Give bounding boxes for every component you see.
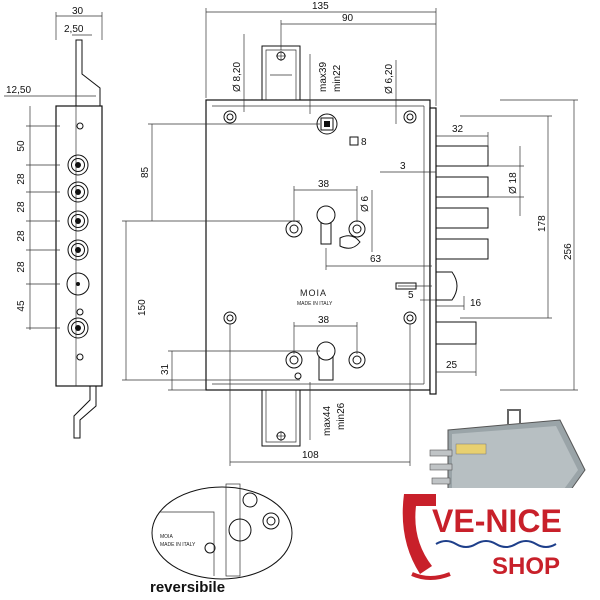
bolt — [435, 238, 489, 260]
dim-d18: Ø 18 — [508, 172, 519, 194]
logo-text-bottom: SHOP — [492, 553, 560, 580]
detail-ellipse — [151, 486, 293, 580]
dim-45: 45 — [16, 300, 27, 312]
dim-150: 150 — [137, 299, 148, 316]
dim-30: 30 — [72, 6, 84, 17]
side-top-tail — [75, 39, 101, 106]
dim-256: 256 — [563, 243, 574, 260]
brand-name: MOIA — [300, 288, 327, 298]
side-latch — [66, 272, 90, 296]
dim-3: 3 — [400, 161, 406, 172]
product-photo — [429, 409, 586, 506]
side-bolt — [67, 317, 89, 339]
dim-min26: min26 — [336, 402, 347, 430]
dim-max44: max44 — [322, 406, 333, 436]
dim-16: 16 — [470, 298, 482, 309]
small-hole — [294, 372, 302, 380]
logo-mark — [402, 494, 436, 574]
dim-d6-20: Ø 6,20 — [384, 64, 395, 94]
dim-2-50: 2,50 — [64, 24, 84, 35]
deadbolt — [435, 321, 477, 345]
side-profile-view: 30 2,50 12,50 50 28 28 28 28 45 — [4, 6, 103, 439]
body-screw — [223, 110, 237, 124]
wave-icon — [435, 540, 557, 548]
dim-38: 38 — [318, 315, 330, 326]
side-screw — [76, 308, 84, 316]
body-screw — [403, 110, 417, 124]
dim-12-50: 12,50 — [6, 85, 31, 96]
latch-pin — [395, 282, 417, 290]
bolt — [435, 207, 489, 229]
dim-32: 32 — [452, 124, 464, 135]
dim-28: 28 — [16, 173, 27, 185]
bolt — [435, 176, 489, 198]
bottom-tail — [261, 390, 301, 447]
dim-50: 50 — [16, 140, 27, 152]
dim-28: 28 — [16, 230, 27, 242]
reversible-detail: MOIA MADE IN ITALY reversibile — [150, 483, 293, 596]
detail-made-in: MADE IN ITALY — [160, 542, 196, 548]
side-bolt — [67, 154, 89, 176]
dim-28: 28 — [16, 261, 27, 273]
front-faceplate-edge — [429, 107, 437, 395]
dim-d6: Ø 6 — [360, 195, 371, 212]
dim-90: 90 — [342, 13, 354, 24]
detail-brand: MOIA — [160, 534, 173, 540]
dim-25: 25 — [446, 360, 458, 371]
dim-63: 63 — [370, 254, 382, 265]
latch-bolt — [435, 271, 458, 301]
dim-108: 108 — [302, 450, 319, 461]
dim-28: 28 — [16, 201, 27, 213]
dim-85: 85 — [140, 166, 151, 178]
side-bottom-tail — [73, 386, 97, 439]
dim-31: 31 — [160, 363, 171, 375]
caption-reversibile: reversibile — [150, 579, 225, 596]
dim-square-8: 8 — [361, 137, 367, 148]
dim-135: 135 — [312, 1, 329, 12]
square-symbol — [349, 136, 359, 146]
dim-38: 38 — [318, 179, 330, 190]
side-bolt — [67, 210, 89, 232]
bolt — [435, 145, 489, 167]
side-bolt — [67, 181, 89, 203]
brand-made-in: MADE IN ITALY — [297, 301, 333, 307]
logo-text-top: VE-NICE — [432, 503, 562, 539]
side-screw — [76, 353, 84, 361]
dim-178: 178 — [537, 215, 548, 232]
dim-min22: min22 — [332, 64, 343, 92]
side-faceplate — [55, 105, 103, 387]
dim-5: 5 — [408, 290, 414, 301]
side-bolt — [67, 239, 89, 261]
dim-d8-20: Ø 8,20 — [232, 62, 243, 92]
dim-max39: max39 — [318, 62, 329, 92]
ve-nice-shop-logo: VE-NICE SHOP — [400, 488, 580, 584]
front-view: 8 MOIA MADE IN ITALY — [122, 1, 578, 466]
side-screw — [76, 122, 84, 130]
